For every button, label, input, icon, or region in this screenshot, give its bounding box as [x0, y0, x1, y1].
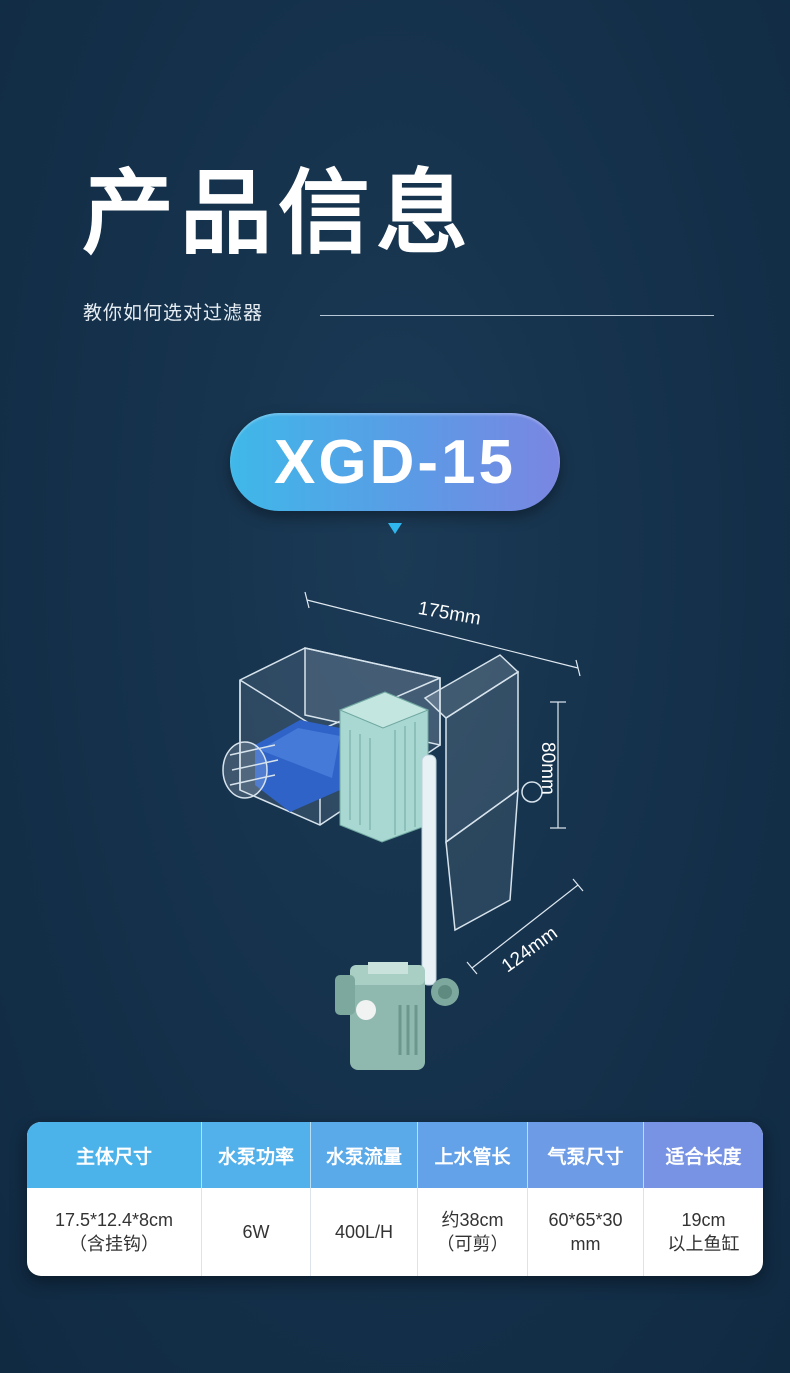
- page-title: 产品信息: [82, 160, 475, 267]
- spec-value: 400L/H: [334, 1221, 394, 1242]
- filter-cartridge: [338, 691, 430, 843]
- spec-cell-pump-power: 6W: [202, 1188, 311, 1276]
- dimension-lines: [304, 591, 584, 975]
- spec-value: 约38cm: [441, 1209, 504, 1230]
- spec-cell-pump-flow: 400L/H: [311, 1188, 418, 1276]
- spec-cell-tank-length: 19cm 以上鱼缸: [644, 1188, 763, 1276]
- model-badge: XGD-15: [230, 413, 560, 511]
- adjust-knob: [521, 781, 543, 803]
- blue-filter-media: [255, 720, 350, 812]
- height-dimension: 80mm: [537, 742, 558, 795]
- spec-cell-body-size: 17.5*12.4*8cm （含挂钩）: [27, 1188, 202, 1276]
- spec-table: 主体尺寸 水泵功率 水泵流量 上水管长 气泵尺寸 适合长度 17.5*12.4*…: [27, 1122, 763, 1276]
- spec-value-note: （含挂钩）: [69, 1234, 159, 1254]
- spec-cell-tube-length: 约38cm （可剪）: [418, 1188, 528, 1276]
- down-arrow-icon: [388, 523, 402, 534]
- spec-value-note: （可剪）: [436, 1234, 509, 1254]
- page-subtitle: 教你如何选对过滤器: [83, 302, 264, 324]
- flow-wheel: [222, 741, 279, 799]
- spec-value: 6W: [242, 1221, 270, 1242]
- spec-header: 适合长度: [644, 1122, 763, 1188]
- spec-value-note: mm: [570, 1234, 601, 1254]
- spec-value-note: 以上鱼缸: [667, 1234, 740, 1254]
- spec-header: 水泵流量: [311, 1122, 418, 1188]
- spec-value: 17.5*12.4*8cm: [54, 1209, 174, 1230]
- inlet-tube: [421, 754, 437, 986]
- spec-value: 60*65*30: [548, 1209, 623, 1230]
- water-pump: [335, 962, 459, 1070]
- spec-value: 19cm: [681, 1209, 726, 1230]
- spec-header: 水泵功率: [202, 1122, 311, 1188]
- spec-header: 主体尺寸: [27, 1122, 202, 1188]
- spec-header: 气泵尺寸: [528, 1122, 644, 1188]
- spec-header: 上水管长: [418, 1122, 528, 1188]
- model-name: XGD-15: [274, 427, 516, 497]
- subtitle-divider: [320, 315, 714, 316]
- filter-product-image: [222, 591, 584, 1070]
- spec-cell-air-pump-size: 60*65*30 mm: [528, 1188, 644, 1276]
